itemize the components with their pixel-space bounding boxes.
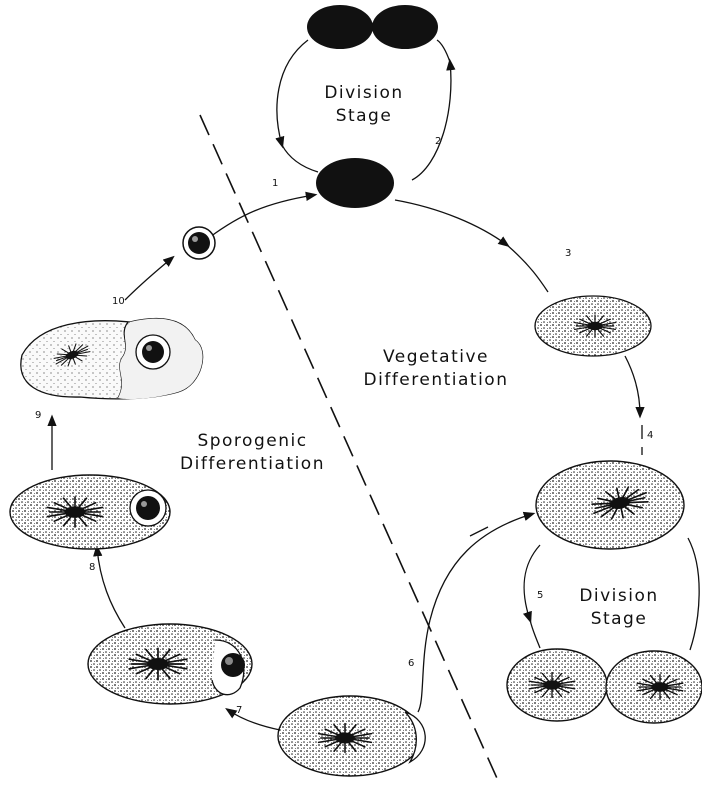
free-spore — [183, 227, 215, 259]
label-division-stage-bottom-line2: Stage — [565, 608, 673, 631]
arrow-1 — [210, 195, 314, 237]
sporulating-cell-bottom — [278, 696, 425, 776]
vegetative-cell-large — [536, 461, 684, 549]
arrow-3 — [395, 200, 507, 245]
arrow-top-left-tail — [282, 145, 318, 172]
step-number-7: 7 — [236, 705, 242, 716]
step-number-5: 5 — [537, 590, 543, 601]
step-number-3: 3 — [565, 248, 571, 259]
label-division-stage-top-line1: Division — [315, 82, 413, 105]
arrow-2 — [412, 62, 451, 180]
label-division-stage-top-line2: Stage — [315, 105, 413, 128]
arrow-8 — [97, 548, 125, 628]
label-sporogenic-line1: Sporogenic — [160, 430, 345, 453]
arrow-5 — [524, 545, 540, 620]
label-division-stage-top: Division Stage — [315, 82, 413, 128]
step-number-2: 2 — [435, 136, 441, 147]
vegetative-cell-small — [535, 296, 651, 356]
step-number-9: 9 — [35, 410, 41, 421]
step-number-6: 6 — [408, 658, 414, 669]
step-number-4: 4 — [647, 430, 653, 441]
label-division-stage-bottom: Division Stage — [565, 585, 673, 631]
mature-sporangium — [10, 475, 170, 549]
step-number-1: 1 — [272, 178, 278, 189]
label-division-stage-bottom-line1: Division — [565, 585, 673, 608]
step-number-10: 10 — [112, 296, 125, 307]
forespore-cell — [88, 624, 252, 704]
arrow-4 — [625, 356, 640, 415]
arrow-10 — [125, 258, 172, 300]
bottom-division-cells — [507, 649, 702, 723]
arrow-top-left — [277, 40, 308, 145]
label-sporogenic-differentiation: Sporogenic Differentiation — [160, 430, 345, 476]
label-vegetative-line1: Vegetative — [342, 346, 530, 369]
lysing-mother-cell — [21, 319, 203, 399]
label-vegetative-line2: Differentiation — [342, 369, 530, 392]
step-number-8: 8 — [89, 562, 95, 573]
label-vegetative-differentiation: Vegetative Differentiation — [342, 346, 530, 392]
label-sporogenic-line2: Differentiation — [160, 453, 345, 476]
